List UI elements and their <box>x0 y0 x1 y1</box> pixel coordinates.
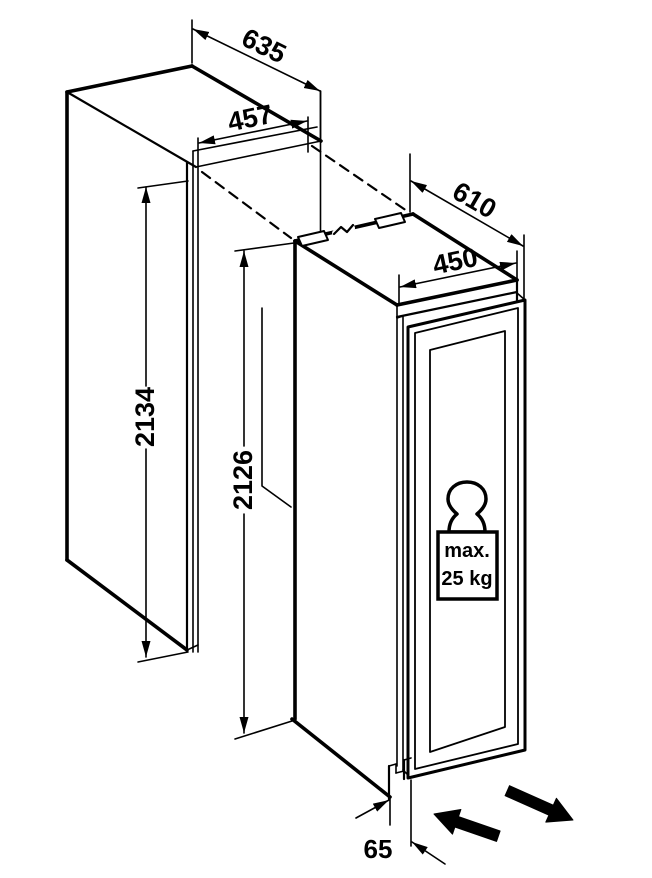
movement-arrows <box>433 785 574 842</box>
niche-outline <box>65 64 323 653</box>
fixing-bracket-left <box>297 230 329 247</box>
dim-label-450: 450 <box>430 242 480 281</box>
dim-label-635: 635 <box>237 23 291 70</box>
pull-out-arrow-icon <box>504 785 574 823</box>
dimension-appliance-depth: 610 <box>409 153 525 300</box>
weight-limit-icon: max. 25 kg <box>436 480 499 601</box>
dimension-appliance-height: 2126 <box>228 242 295 740</box>
weight-knob-icon <box>446 480 488 534</box>
dim-label-65: 65 <box>364 834 393 864</box>
dim-label-2134: 2134 <box>130 387 160 447</box>
appliance-outline <box>290 212 527 801</box>
dimension-niche-height: 2134 <box>130 180 189 663</box>
weight-limit-prefix: max. <box>444 540 490 562</box>
dim-label-2126: 2126 <box>228 450 258 510</box>
projection-dashed-lines <box>200 144 409 240</box>
fixing-bracket-right <box>374 212 406 229</box>
dim-label-610: 610 <box>447 176 501 225</box>
appliance-foot <box>387 757 412 801</box>
dim-label-457: 457 <box>225 99 275 138</box>
dimension-base-offset: 65 <box>355 779 446 865</box>
slide-in-arrow-icon <box>433 809 501 842</box>
weight-limit-value: 25 kg <box>441 568 492 590</box>
